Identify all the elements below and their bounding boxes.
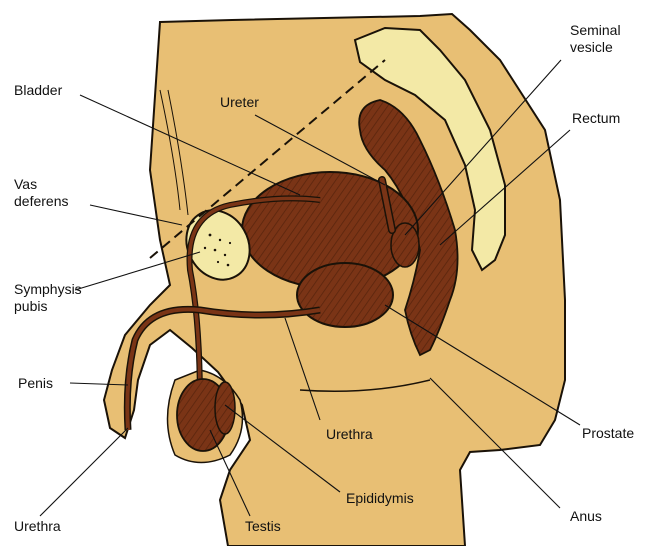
label-urethra-center: Urethra [326, 426, 373, 443]
label-anus: Anus [570, 508, 602, 525]
label-prostate: Prostate [582, 425, 634, 442]
label-testis: Testis [245, 518, 281, 535]
label-penis: Penis [18, 375, 53, 392]
label-vas-deferens: Vas deferens [14, 176, 68, 210]
label-urethra-left: Urethra [14, 518, 61, 535]
label-ureter: Ureter [220, 94, 259, 111]
label-vas-deferens-line1: Vas [14, 176, 68, 193]
label-seminal-vesicle: Seminal vesicle [570, 22, 621, 56]
label-symphysis-pubis-line2: pubis [14, 298, 82, 315]
label-rectum: Rectum [572, 110, 620, 127]
label-symphysis-pubis: Symphysis pubis [14, 281, 82, 315]
prostate [297, 263, 393, 327]
epididymis [215, 382, 235, 434]
label-vas-deferens-line2: deferens [14, 193, 68, 210]
label-symphysis-pubis-line1: Symphysis [14, 281, 82, 298]
label-bladder: Bladder [14, 82, 62, 99]
label-seminal-vesicle-line1: Seminal [570, 22, 621, 39]
label-seminal-vesicle-line2: vesicle [570, 39, 621, 56]
label-epididymis: Epididymis [346, 490, 414, 507]
